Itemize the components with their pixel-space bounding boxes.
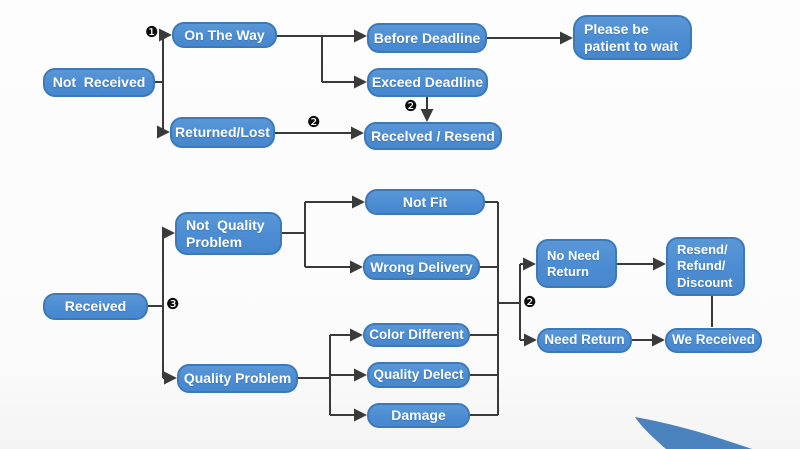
connector-trunks [148,35,713,416]
node-received-resend: Recelved / Resend [364,122,502,150]
node-quality-delect: Quality Delect [367,362,470,388]
node-not-received: Not Received [43,68,155,97]
connector-arrows [156,28,666,422]
node-before-deadline: Before Deadline [367,23,487,53]
node-damage: Damage [367,403,470,428]
step-3-badge-received: ❸ [166,296,180,313]
node-need-return: Need Return [537,328,632,353]
node-no-need-return: No Need Return [536,239,617,288]
node-not-fit: Not Fit [365,189,485,215]
node-returned-lost: Returned/Lost [170,117,275,148]
node-received: Received [43,293,148,320]
swoosh-decoration [635,417,752,449]
node-exceed-deadline: Exceed Deadline [367,68,488,97]
node-resend-refund-discount: Resend/ Refund/ Discount [666,237,745,296]
node-we-received: We Received [665,328,762,353]
node-please-be-patient: Please be patient to wait [573,15,692,60]
step-1-badge: ❶ [145,24,159,41]
step-2-badge-exceed-deadline: ❷ [404,98,418,115]
node-on-the-way: On The Way [172,22,277,48]
step-2-badge-return-branch: ❷ [523,294,537,311]
node-wrong-delivery: Wrong Delivery [363,254,480,280]
node-quality-problem: Quality Problem [177,364,298,393]
node-not-quality-problem: Not Quality Problem [175,212,282,255]
node-color-different: Color Different [363,323,470,347]
step-2-badge-returned-lost: ❷ [307,114,321,131]
